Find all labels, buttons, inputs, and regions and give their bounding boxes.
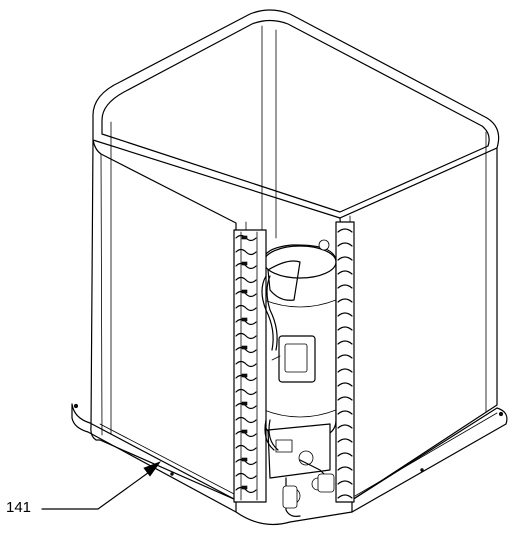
top-rim	[92, 9, 500, 219]
right-coil-tubes	[335, 221, 355, 503]
terminal-box	[271, 335, 316, 383]
left-coil-tubes	[233, 229, 267, 503]
refrigerant-piping	[261, 275, 279, 451]
right-coil-panel	[339, 147, 498, 501]
base-pan	[71, 403, 508, 525]
service-valve-box	[267, 423, 335, 517]
callout-leader	[41, 461, 162, 510]
left-coil-panel	[90, 121, 247, 501]
callout-label-141: 141	[6, 499, 32, 516]
